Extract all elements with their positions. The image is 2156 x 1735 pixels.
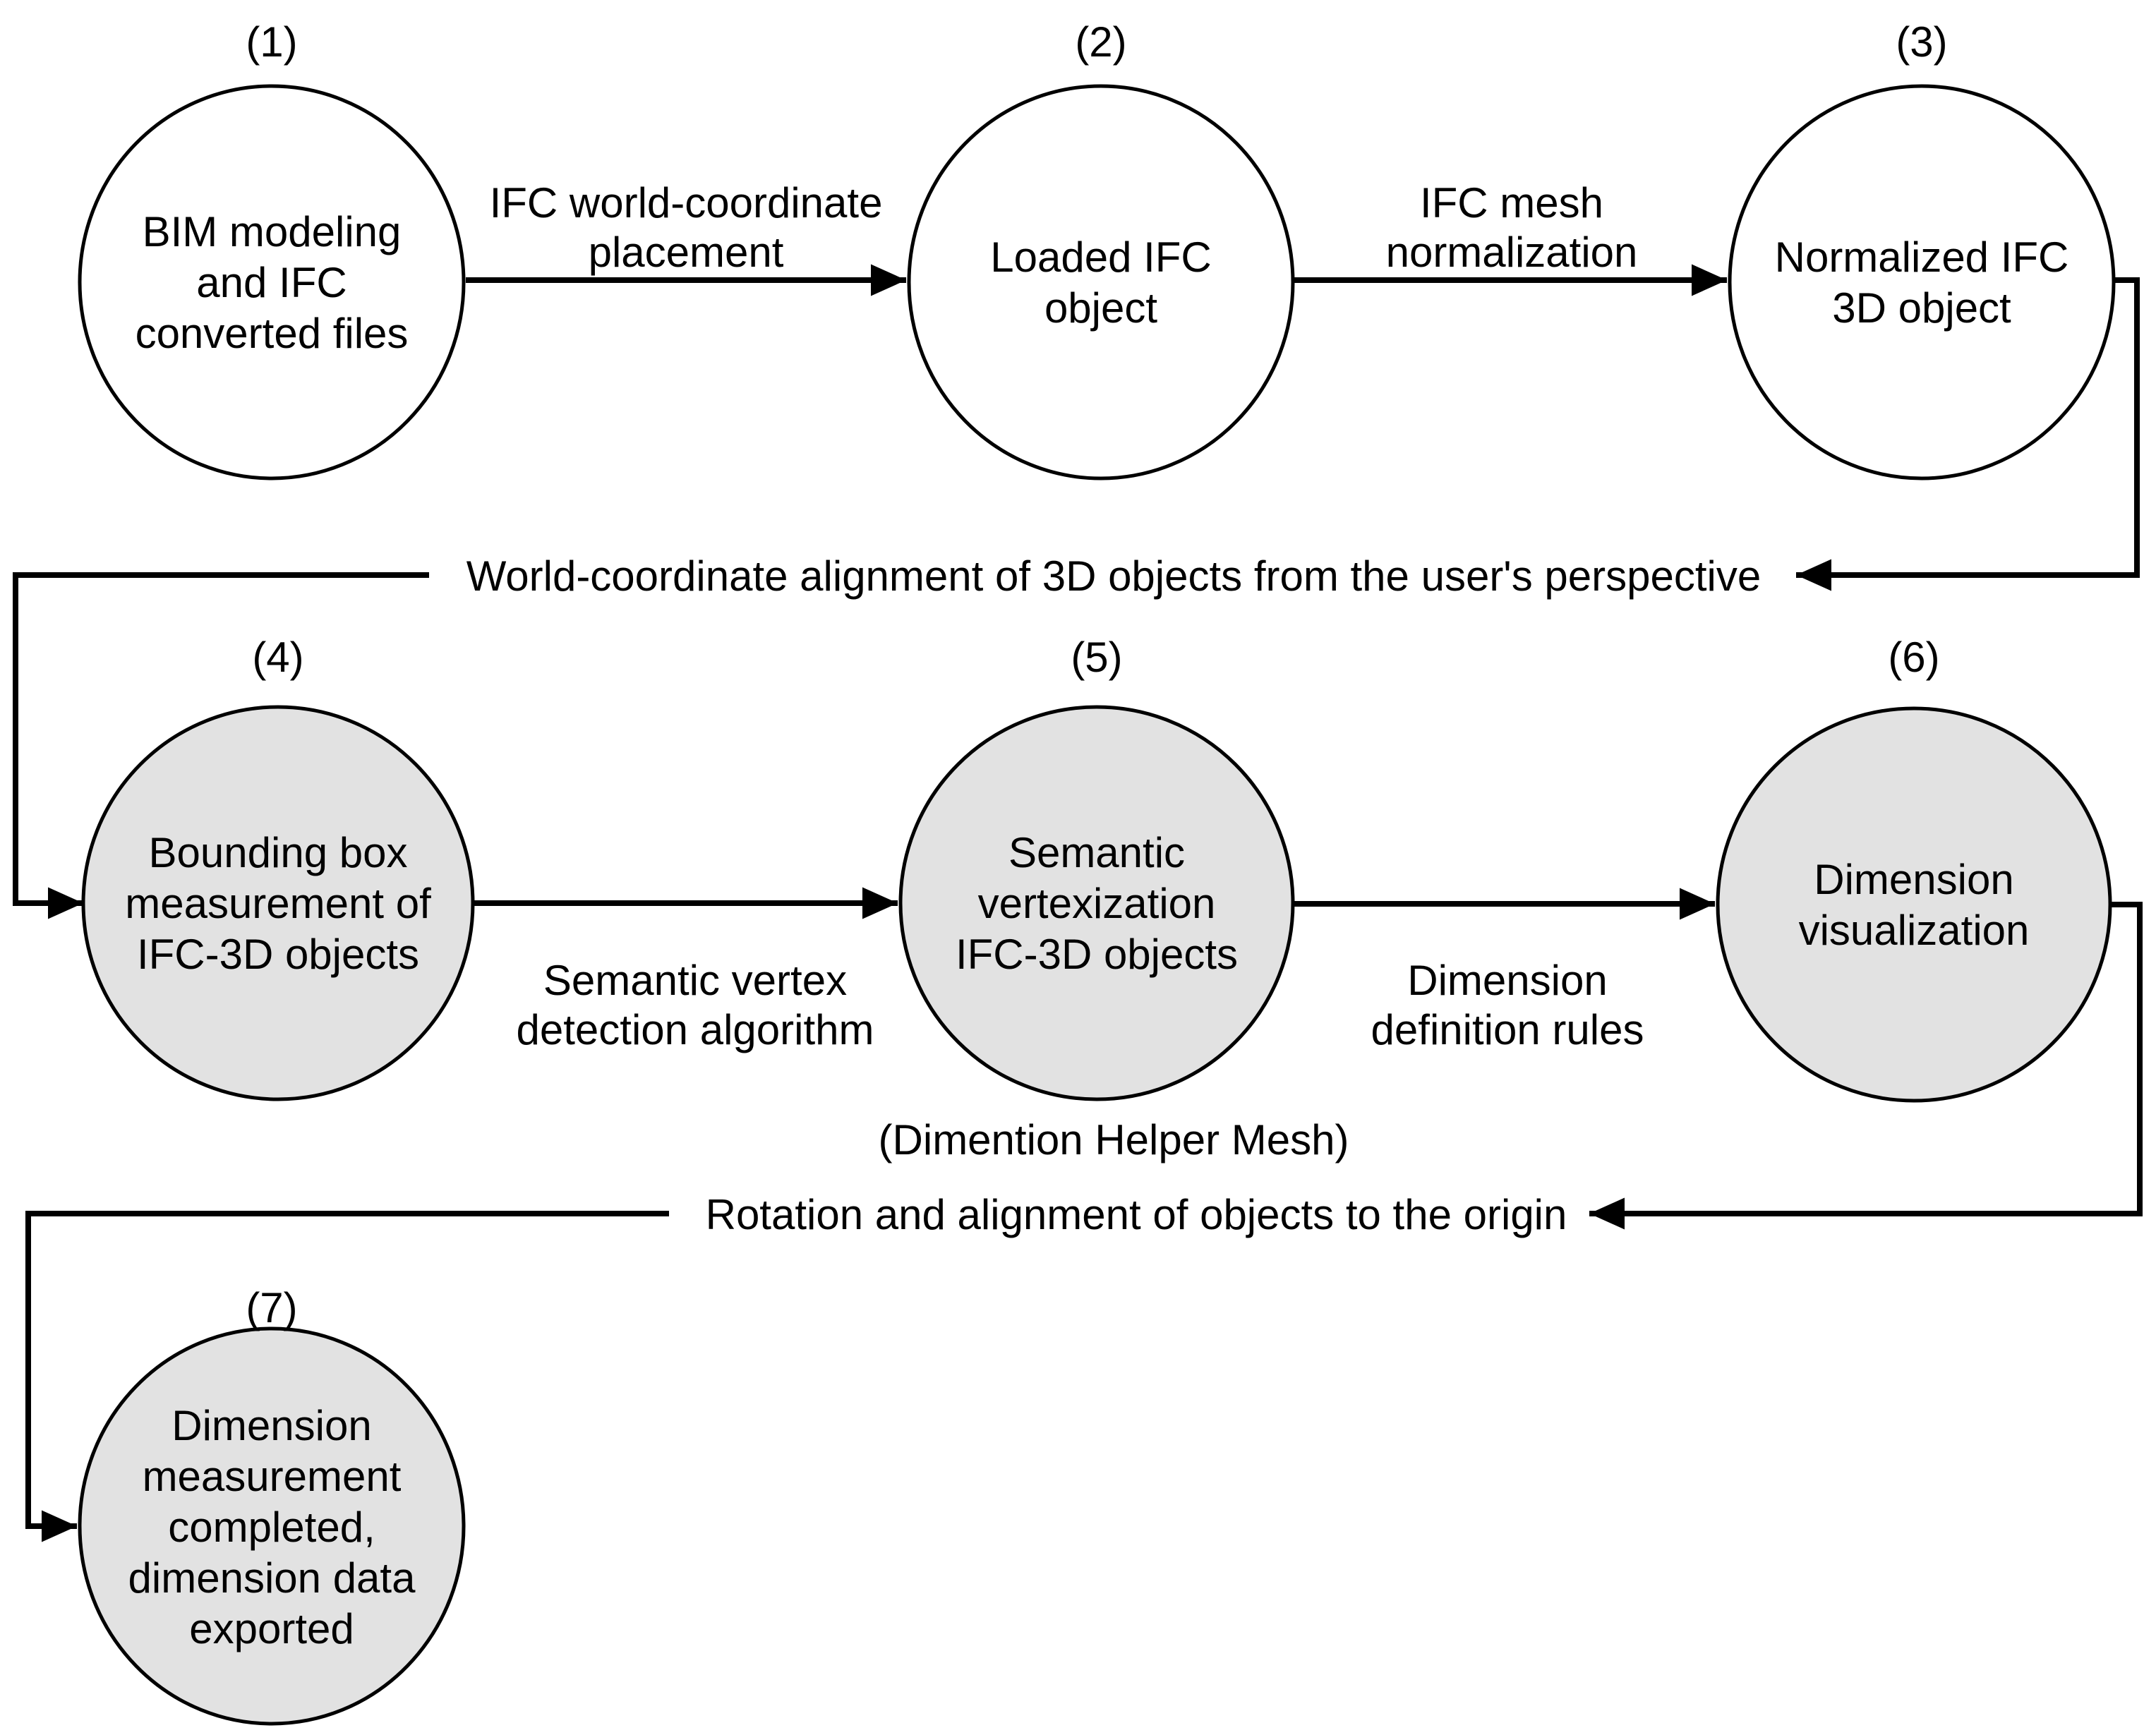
edge4-label-line1: Dimension (1407, 957, 1607, 1004)
node7-label-line1: Dimension (171, 1402, 371, 1449)
feedback-line-into-node7 (25, 1211, 669, 1542)
node5-label-line1: Semantic (1008, 829, 1185, 876)
node7-label-line3: completed, (168, 1504, 375, 1551)
node7-label-line4: dimension data (128, 1554, 416, 1602)
node3-number: (3) (1896, 18, 1947, 66)
node7-label-line5: exported (189, 1605, 354, 1652)
node6-number: (6) (1888, 634, 1939, 681)
feedback1-label: World-coordinate alignment of 3D objects… (466, 552, 1761, 600)
node4-label-line3: IFC-3D objects (137, 931, 419, 978)
edge3-label-line2: detection algorithm (517, 1006, 874, 1053)
node5-annotation: (Dimention Helper Mesh) (879, 1116, 1349, 1163)
node1-label-line3: converted files (135, 310, 409, 357)
edge1-label-line1: IFC world-coordinate (490, 179, 883, 226)
flow-node-1: (1) BIM modeling and IFC converted files (78, 18, 466, 480)
node2-label-line2: object (1044, 284, 1157, 332)
node1-label-line1: BIM modeling (143, 208, 402, 255)
edge2-label-line2: normalization (1386, 229, 1638, 276)
node3-ellipse (1728, 84, 2116, 480)
node5-label-line2: vertexization (978, 880, 1216, 927)
flow-node-3: (3) Normalized IFC 3D object (1728, 18, 2116, 480)
node4-ellipse (81, 705, 475, 1101)
node5-number: (5) (1071, 634, 1122, 681)
node2-number: (2) (1075, 18, 1126, 66)
node7-ellipse (78, 1326, 466, 1726)
node4-number: (4) (252, 634, 303, 681)
flow-node-6: (6) Dimension visualization (1716, 634, 2112, 1103)
edge1-label-line2: placement (589, 229, 784, 276)
node5-ellipse (898, 705, 1295, 1101)
flow-node-5: (5) Semantic vertexization IFC-3D object… (898, 634, 1295, 1101)
node7-number: (7) (246, 1284, 297, 1331)
edge-labels: IFC world-coordinate placement IFC mesh … (466, 179, 1761, 1238)
node6-label-line2: visualization (1799, 907, 2030, 954)
node6-ellipse (1716, 706, 2112, 1103)
edge2-label-line1: IFC mesh (1420, 179, 1603, 226)
node2-ellipse (907, 84, 1295, 480)
feedback-line-node3-right (1796, 277, 2140, 591)
node5-label-line3: IFC-3D objects (956, 931, 1238, 978)
node6-label-line1: Dimension (1814, 856, 2013, 903)
node4-label-line2: measurement of (125, 880, 431, 927)
node7-label-line2: measurement (143, 1453, 402, 1500)
edge4-label-line2: definition rules (1371, 1006, 1644, 1053)
node1-label-line2: and IFC (196, 259, 347, 306)
feedback2-label: Rotation and alignment of objects to the… (706, 1191, 1567, 1238)
flow-node-4: (4) Bounding box measurement of IFC-3D o… (81, 634, 475, 1101)
node3-label-line2: 3D object (1832, 284, 2011, 332)
node2-label-line1: Loaded IFC (990, 234, 1212, 281)
node3-label-line1: Normalized IFC (1775, 234, 2069, 281)
flow-node-2: (2) Loaded IFC object (907, 18, 1295, 480)
feedback-line-node6-right (1589, 902, 2143, 1230)
node1-ellipse (78, 84, 466, 480)
flow-node-7: (7) Dimension measurement completed, dim… (78, 1284, 466, 1726)
edge3-label-line1: Semantic vertex (543, 957, 847, 1004)
connectors (13, 264, 2143, 1542)
node1-number: (1) (246, 18, 297, 66)
node4-label-line1: Bounding box (149, 829, 408, 876)
feedback-line-into-node4 (13, 572, 429, 919)
